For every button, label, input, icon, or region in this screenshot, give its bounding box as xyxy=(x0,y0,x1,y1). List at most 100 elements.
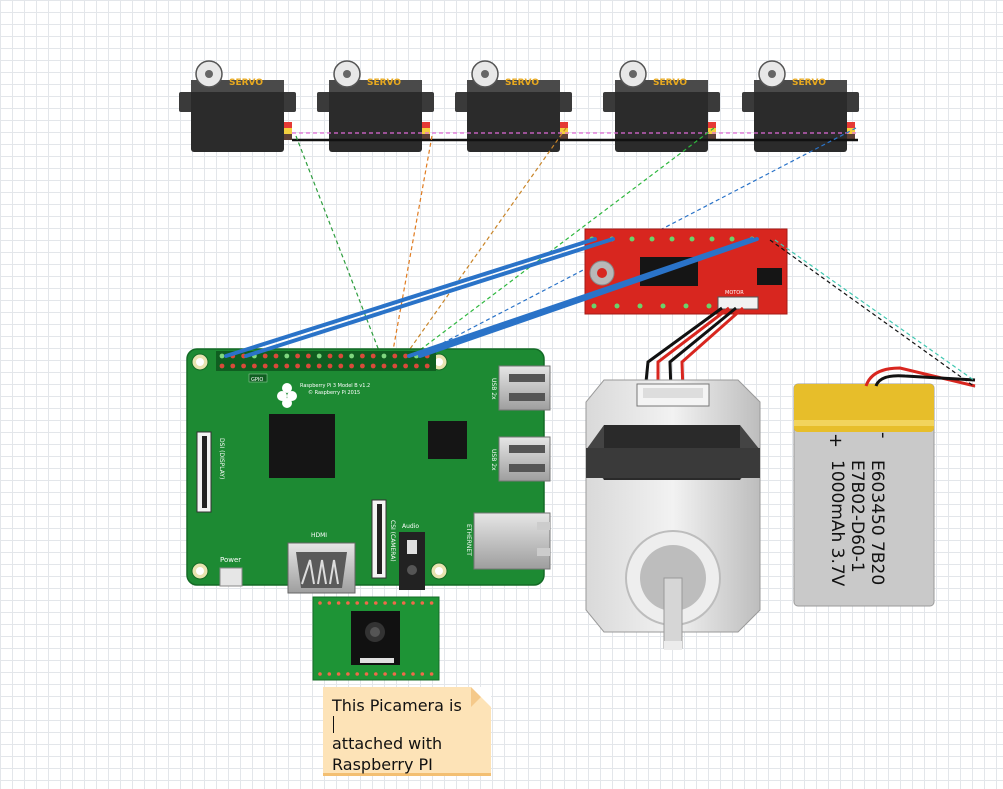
camera-pin xyxy=(327,601,332,605)
camera-pin xyxy=(355,601,360,605)
camera-pin xyxy=(429,601,434,605)
camera-pin xyxy=(336,672,341,676)
gpio-pin xyxy=(306,353,311,359)
camera-pin xyxy=(336,601,341,605)
note-line-3: Raspberry PI xyxy=(332,755,433,774)
usb2-label: USB 2x xyxy=(490,449,497,471)
battery-line1: E603450 7B20 xyxy=(867,460,887,585)
annotation-note[interactable]: This Picamera is attached with Raspberry… xyxy=(323,687,491,776)
driver-pin xyxy=(614,303,620,309)
battery-minus: - xyxy=(873,432,894,439)
gpio-pin xyxy=(219,363,225,369)
stepper-driver-board: MOTOR xyxy=(584,228,788,315)
usb-port-1 xyxy=(498,365,551,411)
gpio-pin xyxy=(349,363,354,369)
raspberry-logo-icon xyxy=(277,383,297,408)
driver-pin xyxy=(669,236,675,242)
servo-label: SERVO xyxy=(229,78,263,88)
gpio-pin xyxy=(338,363,344,369)
gpio-pin xyxy=(424,363,430,369)
camera-pin xyxy=(355,672,360,676)
gpio-pin xyxy=(403,353,408,359)
dsi-label: DSI (DISPLAY) xyxy=(218,438,225,479)
motor-wires xyxy=(643,306,744,393)
note-fold-icon xyxy=(471,687,491,707)
battery-line3: 1000mAh 3.7V xyxy=(827,460,847,587)
soc-chip xyxy=(269,414,335,478)
note-text[interactable]: This Picamera is attached with Raspberry… xyxy=(332,695,482,775)
pi-model-text: Raspberry Pi 3 Model B v1.2 xyxy=(300,383,370,389)
driver-pin xyxy=(706,303,712,309)
gpio-pin xyxy=(316,353,322,359)
servo-label: SERVO xyxy=(367,78,401,88)
gpio-pin xyxy=(327,353,333,359)
servo-5: SERVO xyxy=(742,60,859,152)
gpio-pin xyxy=(273,363,279,369)
csi-label: CSI (CAMERA) xyxy=(389,520,396,562)
camera-pin xyxy=(318,601,322,605)
gpio-pin xyxy=(262,353,268,359)
camera-pin xyxy=(327,672,332,676)
camera-pin xyxy=(374,672,378,676)
hdmi-label: HDMI xyxy=(311,532,327,539)
camera-pin xyxy=(411,672,415,676)
servo-label: SERVO xyxy=(505,78,539,88)
ethernet-port xyxy=(473,512,551,570)
gpio-pin xyxy=(381,353,387,359)
driver-pin xyxy=(591,303,597,309)
gpio-pin xyxy=(381,363,387,369)
camera-pin xyxy=(374,601,378,605)
gpio-pin xyxy=(219,353,225,359)
gpio-pin xyxy=(295,363,300,369)
gpio-pin xyxy=(360,363,365,369)
camera-pin xyxy=(346,672,350,676)
camera-pin xyxy=(364,601,369,605)
driver-pin xyxy=(649,236,655,242)
gpio-pin xyxy=(338,353,344,359)
gpio-pin xyxy=(316,363,322,369)
gpio-pin xyxy=(230,363,236,369)
stepper-motor xyxy=(585,379,761,650)
power-signal-wires xyxy=(769,239,976,388)
servo-bus-wires xyxy=(292,132,858,142)
power-label: Power xyxy=(220,556,241,564)
gpio-pin xyxy=(252,363,257,369)
driver-pin xyxy=(629,236,635,242)
camera-pin xyxy=(401,672,406,676)
gpio-pin xyxy=(241,363,247,369)
note-line-1: This Picamera is xyxy=(332,695,482,733)
gpio-pin xyxy=(295,353,300,359)
servo-3: SERVO xyxy=(455,60,572,152)
camera-pin xyxy=(346,601,350,605)
servo-label: SERVO xyxy=(653,78,687,88)
camera-pin xyxy=(401,601,406,605)
gpio-pin xyxy=(284,363,290,369)
driver-pin xyxy=(637,303,643,309)
camera-pin xyxy=(411,601,415,605)
camera-pin xyxy=(392,601,397,605)
note-line-1-text: This Picamera is xyxy=(332,696,462,715)
driver-motor-label: MOTOR xyxy=(725,290,744,296)
gpio-to-driver-wires xyxy=(224,237,759,358)
camera-pin xyxy=(318,672,322,676)
hdmi-port xyxy=(287,542,356,594)
gpio-pin xyxy=(392,363,398,369)
raspberry-pi-board: GPIO Raspberry Pi 3 Model B v1.2 © Raspb… xyxy=(186,348,551,594)
gpio-pin xyxy=(392,353,398,359)
camera-pin xyxy=(392,672,397,676)
audio-label: Audio xyxy=(402,523,419,530)
driver-pin xyxy=(729,236,735,242)
servo-label: SERVO xyxy=(792,78,826,88)
note-line-2: attached with xyxy=(332,734,443,753)
usb-port-2 xyxy=(498,436,551,482)
lan-chip xyxy=(428,421,467,459)
gpio-pin xyxy=(262,363,268,369)
gpio-pin xyxy=(370,353,376,359)
gpio-pin xyxy=(403,363,408,369)
servo-1: SERVO xyxy=(179,60,296,152)
driver-pin xyxy=(689,236,695,242)
gpio-pin xyxy=(273,353,279,359)
gpio-pin xyxy=(414,363,419,369)
battery-leads xyxy=(864,366,976,388)
